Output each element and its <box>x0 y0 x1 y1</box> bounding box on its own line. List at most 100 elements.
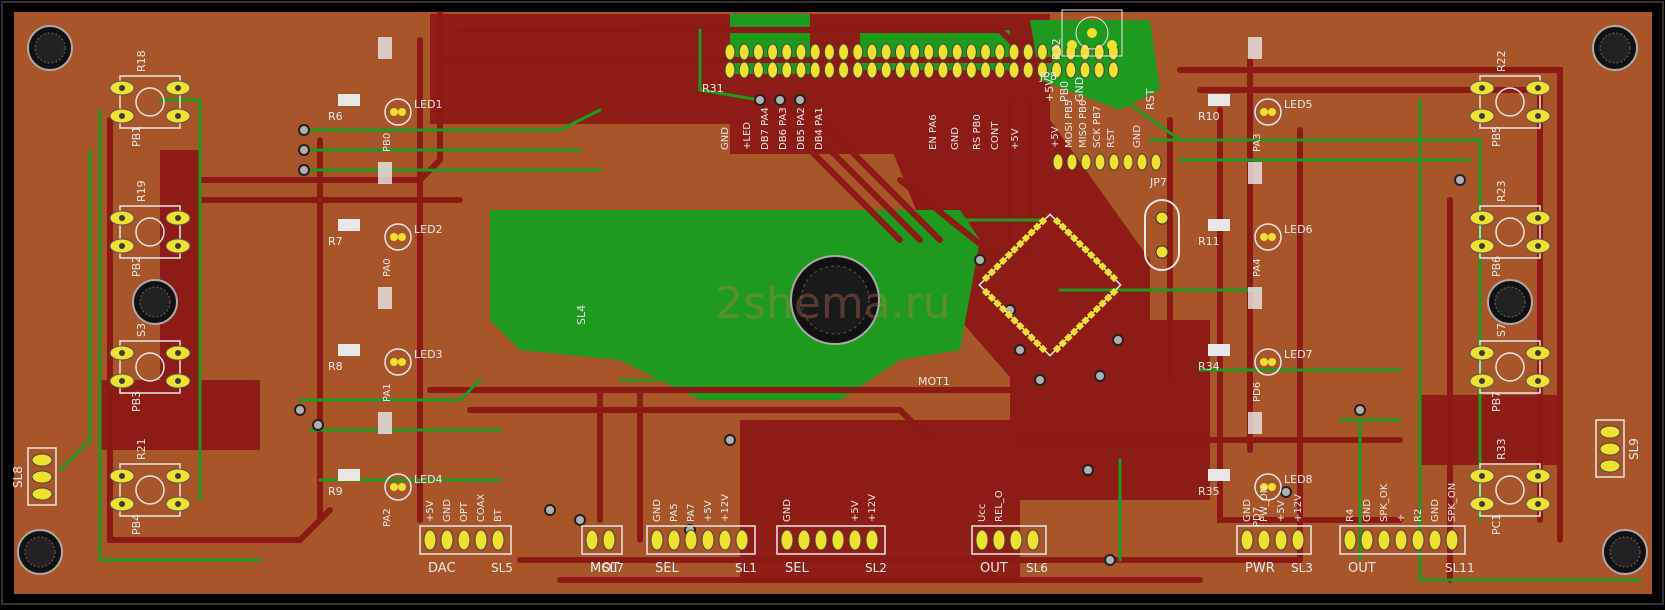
mcu-pin <box>987 293 997 303</box>
resistor-pad <box>338 219 360 231</box>
header-pin <box>823 43 835 61</box>
lcd-header[interactable]: R31 <box>702 43 1119 95</box>
lcd-pin-label: +5V <box>1010 128 1021 150</box>
pad-hole <box>1479 501 1485 507</box>
lcd-pin-label: GND <box>950 127 961 150</box>
pad-hole <box>1479 350 1485 356</box>
led-outline <box>1254 473 1282 501</box>
lcd-pin-label: EN PA6 <box>928 114 939 150</box>
connector-pin <box>684 529 698 551</box>
label-isp-gnd: GND <box>1073 77 1086 102</box>
button-plunger <box>135 217 165 247</box>
connector-outline <box>971 525 1047 555</box>
connector-pin <box>423 529 437 551</box>
button-outline <box>119 340 181 394</box>
pad-hole <box>1479 243 1485 249</box>
connector-sl9[interactable]: SL9 <box>1595 419 1641 478</box>
mount-hole-icon <box>27 25 73 71</box>
connector-pin-label: SPK_ON <box>1447 483 1458 522</box>
via <box>1014 344 1026 356</box>
connector-sl8[interactable]: SL8 <box>11 447 57 506</box>
mcu-pin <box>1081 316 1090 325</box>
mcu-pin <box>1109 273 1119 283</box>
led-pad <box>398 108 406 116</box>
mcu-pin <box>1069 327 1079 337</box>
led-net-label: PA0 <box>382 258 393 277</box>
header-pin <box>880 61 892 79</box>
mcu-pin <box>1004 310 1014 320</box>
lcd-ref-label: R31 <box>702 82 724 95</box>
header-pin <box>795 43 807 61</box>
button-plunger <box>1495 217 1525 247</box>
pad-hole <box>175 378 181 384</box>
led-net-label: PD6 <box>1252 382 1263 402</box>
crystal-label: JP7 <box>1149 176 1167 189</box>
connector-title: DAC <box>428 561 456 576</box>
led-label: LED5 <box>1284 98 1313 111</box>
pad-hole <box>1535 473 1541 479</box>
mcu-pin <box>1052 344 1062 354</box>
pad-hole <box>119 243 125 249</box>
crystal-icon[interactable]: JP7 <box>1144 176 1180 271</box>
led-pad <box>1268 358 1276 366</box>
isp-pin-label: +5V <box>1050 126 1061 148</box>
connector-pin <box>1026 529 1040 551</box>
button-net-label: PB1 <box>130 126 143 147</box>
connector-title: MOT <box>590 561 619 576</box>
mcu-pin <box>993 262 1002 271</box>
trimmer-icon[interactable] <box>1061 9 1123 57</box>
led-outline <box>384 98 412 126</box>
connector-pin <box>31 453 53 467</box>
header-pin <box>1008 61 1020 79</box>
connector-pin-label: BT <box>493 508 504 522</box>
connector-pin <box>1599 459 1621 473</box>
led-net-label: PD7 <box>1252 507 1263 527</box>
via <box>298 124 310 136</box>
connector-pin <box>1343 529 1357 551</box>
header-pin <box>1093 43 1105 61</box>
header-pin <box>965 61 977 79</box>
label-isp-rst: RST <box>1144 88 1157 110</box>
header-pin <box>980 61 992 79</box>
connector-outline <box>419 525 512 555</box>
led-net-label: PA3 <box>1252 133 1263 152</box>
connector-name: SL9 <box>1627 438 1641 460</box>
mcu-chip-icon[interactable] <box>978 213 1122 357</box>
led-net-label: PA1 <box>382 383 393 402</box>
connector-pin <box>1240 529 1254 551</box>
connector-pin-label: PA7 <box>686 503 697 522</box>
connector-pin-label: +5V <box>425 500 436 522</box>
mount-holes <box>17 25 1648 575</box>
isp-pin-label: RST <box>1106 128 1117 148</box>
led-pad <box>1260 483 1268 491</box>
connector-pin <box>1360 529 1374 551</box>
pad-hole <box>175 501 181 507</box>
